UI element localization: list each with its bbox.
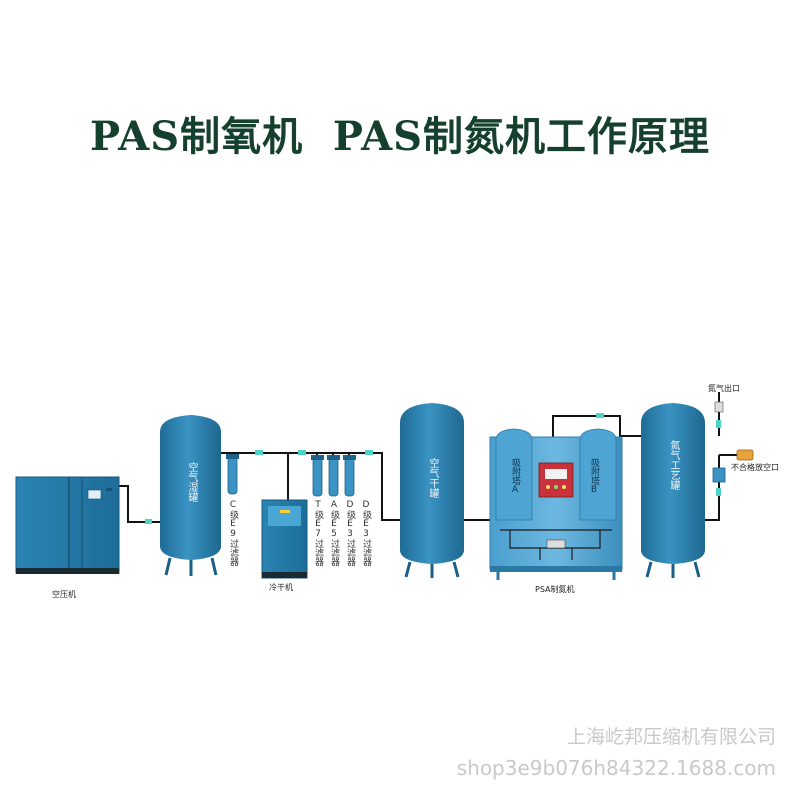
c-filter-label: C级E9过滤器 [228, 500, 238, 566]
air-dry-tank [400, 403, 464, 578]
dryer-label: 冷干机 [269, 583, 293, 592]
watermark-url: shop3e9b076h84322.1688.com [456, 756, 776, 780]
tower-b-label: 吸附塔B [589, 458, 599, 495]
air-compressor [15, 476, 120, 574]
filter-a-label: A级E5过滤器 [329, 500, 339, 566]
flow-markers [145, 413, 721, 524]
filter-d2-label: D级E3过滤器 [361, 500, 371, 566]
air-wet-tank [160, 415, 221, 576]
dry-tank-label: 空气干罐 [427, 458, 438, 498]
filter-t-label: T级E7过滤器 [313, 500, 323, 566]
c-filter [226, 454, 239, 495]
psa-nitrogen-generator [489, 428, 623, 580]
air-tank-label: 空气湿罐 [186, 462, 197, 502]
tower-a-label: 吸附塔A [510, 458, 520, 495]
nitrogen-outlet-label: 氮气出口 [708, 384, 740, 393]
vent-outlet-label: 不合格放空口 [731, 463, 779, 472]
nitrogen-process-tank [641, 403, 705, 578]
outlet-valves [712, 401, 754, 483]
compressor-label: 空压机 [52, 590, 76, 599]
watermark-company: 上海屹邦压缩机有限公司 [566, 726, 776, 748]
filter-d1-label: D级E3过滤器 [345, 500, 355, 566]
filter-bank [311, 455, 356, 497]
psa-label: PSA制氮机 [535, 585, 575, 594]
page-title: PAS制氧机 PAS制氮机工作原理 [89, 113, 711, 160]
nitrogen-tank-label: 氮气工艺罐 [668, 440, 679, 490]
refrigerated-dryer [261, 499, 308, 579]
